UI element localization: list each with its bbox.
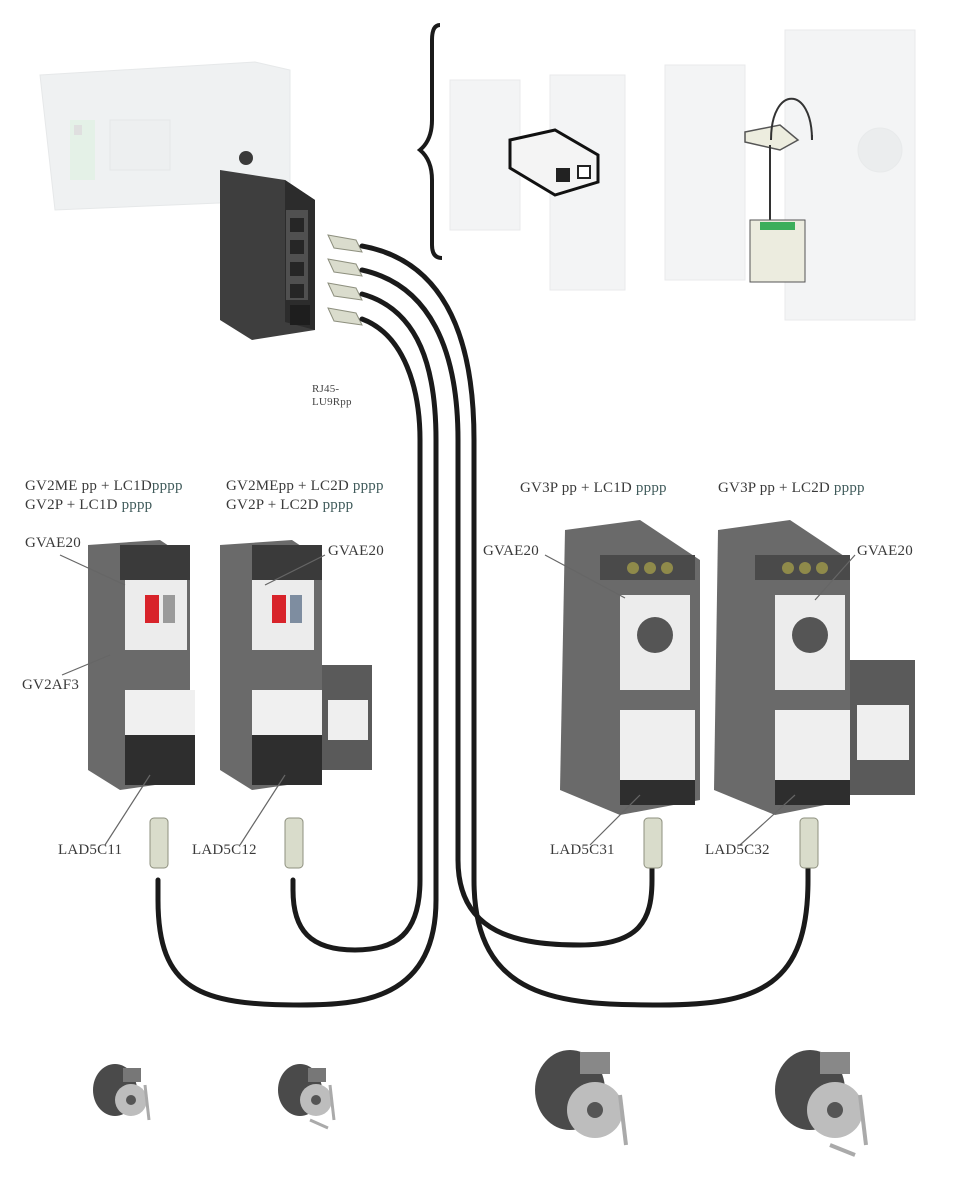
leader-lines <box>59 554 856 846</box>
group-2-line-2: GV2P + LC2D pppp <box>226 497 354 513</box>
group-3-line-1: GV3P pp + LC1D pppp <box>520 480 667 496</box>
starter-gv2-lc2d <box>220 540 372 790</box>
starter-gv2-lc1d <box>88 540 195 790</box>
cable-label: RJ45- LU9Rpp <box>312 383 352 409</box>
motor-icon <box>278 1064 336 1130</box>
motor-icon <box>93 1064 151 1121</box>
starter-gv3-lc1d <box>560 520 700 815</box>
plug-label-lad5c11: LAD5C11 <box>58 842 123 858</box>
brace <box>416 23 443 260</box>
cable-lad5c32 <box>359 243 811 1008</box>
plug-label-lad5c31: LAD5C31 <box>550 842 615 858</box>
group-1-line-1: GV2ME pp + LC1Dpppp <box>25 478 183 494</box>
group-2-line-1: GV2MEpp + LC2D pppp <box>226 478 384 494</box>
callout-gvae20-4: GVAE20 <box>857 543 913 559</box>
wired-accessory <box>744 97 813 283</box>
cables <box>155 243 811 1008</box>
motor-icons <box>93 1050 868 1157</box>
motor-icon <box>775 1050 868 1157</box>
callout-gvae20-3: GVAE20 <box>483 543 539 559</box>
cable-lad5c31 <box>359 267 655 948</box>
plug-label-lad5c12: LAD5C12 <box>192 842 257 858</box>
faded-motor-starters <box>449 29 916 321</box>
group-4-line-1: GV3P pp + LC2D pppp <box>718 480 865 496</box>
plug-label-lad5c32: LAD5C32 <box>705 842 770 858</box>
group-1-line-2: GV2P + LC1D pppp <box>25 497 153 513</box>
cable-label-line-2: LU9Rpp <box>312 396 352 408</box>
callout-gvae20-2: GVAE20 <box>328 543 384 559</box>
starter-gv3-lc2d <box>714 520 915 815</box>
callout-gvae20-1: GVAE20 <box>25 535 81 551</box>
communication-module <box>220 151 315 340</box>
cable-label-line-1: RJ45- <box>312 383 340 395</box>
motor-icon <box>535 1050 628 1146</box>
cable-lad5c12 <box>290 316 423 953</box>
accessory-module <box>508 128 600 197</box>
rj45-plugs <box>149 817 819 869</box>
callout-gv2af3: GV2AF3 <box>22 677 80 693</box>
cable-lad5c11 <box>155 291 439 1008</box>
rj45-connectors <box>327 234 363 326</box>
